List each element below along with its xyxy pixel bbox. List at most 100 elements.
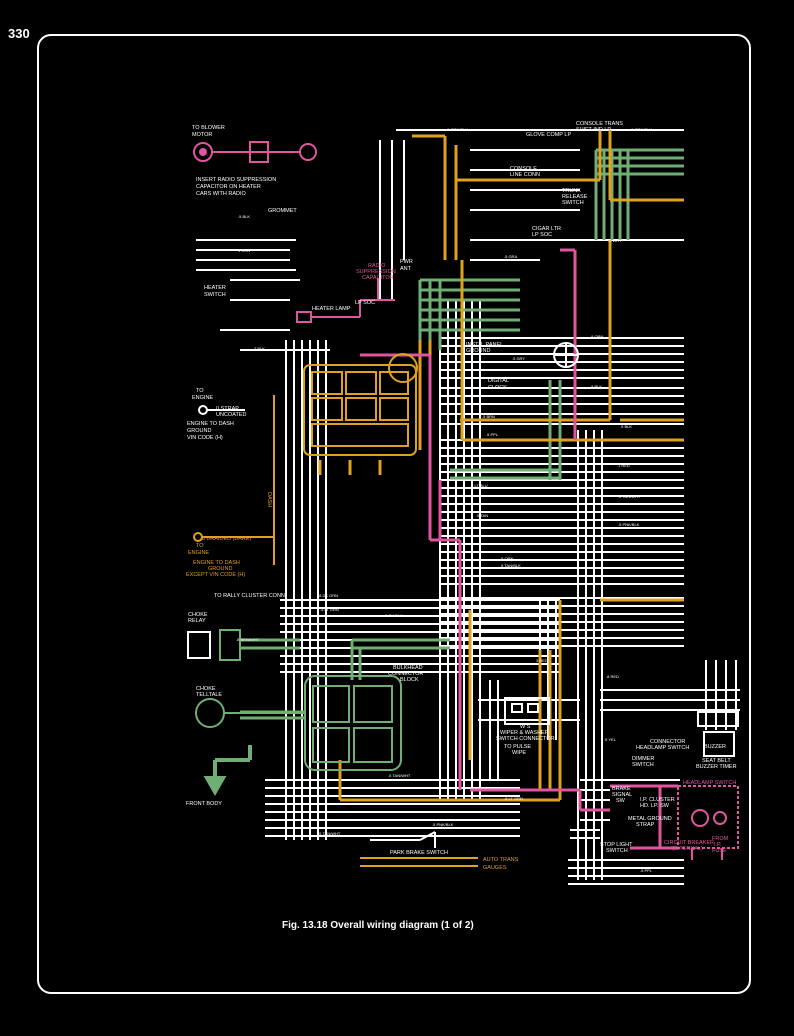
label-console-trans-2: SHIFT IND LP (576, 127, 611, 133)
label-to-blower: TO BLOWER (192, 125, 225, 131)
fuse-block (303, 353, 418, 456)
wire-code: .5 LT GRN (320, 607, 339, 612)
label-wiper-washer: WIPER & WASHER (500, 730, 549, 736)
label-bulkhead: BULKHEAD (393, 665, 423, 671)
wire-code: .5 PNK/BLK (432, 822, 454, 827)
wire-code: .5 PNK/BLK (618, 522, 640, 527)
wire-code: .5 LT GRN (504, 796, 523, 801)
pink-wires (360, 248, 678, 850)
label-dash: DASH (266, 492, 272, 507)
label-dimmer-switch: SWITCH (632, 762, 654, 768)
label-ant: ANT (400, 266, 412, 272)
page-frame (37, 34, 751, 994)
label-release: RELEASE (562, 194, 588, 200)
wire-code: .5 TAN/BLK (500, 563, 521, 568)
orange-wires (318, 130, 684, 802)
label-switch-connector: SWITCH CONNECTOR (496, 736, 555, 742)
wire-code: .8 ORN/BLK (630, 127, 652, 132)
label-choke-telltale: CHOKE (196, 686, 216, 692)
park-brake-switch-icon (370, 831, 436, 848)
wire-code: .5 WHT (608, 238, 622, 243)
label-wipe: WIPE (512, 750, 526, 756)
heater-lamp-icon (296, 278, 395, 323)
label-from: FROM (712, 836, 729, 842)
wire-code: .5 GRY (512, 356, 525, 361)
label-radio-note-3: CARS WITH RADIO (196, 191, 247, 197)
label-headlamp-switch-pink: HEADLAMP SWITCH (683, 780, 736, 786)
label-connector: CONNECTOR (388, 671, 423, 677)
wire-code: .8 ORN (590, 334, 603, 339)
label-glove-comp: GLOVE COMP LP (526, 132, 571, 138)
blower-motor-icon (193, 141, 317, 163)
headlamp-switch-box (677, 785, 739, 860)
wire-code: .5 PPL (640, 868, 653, 873)
label-brake: BRAKE (612, 786, 631, 792)
label-heater-lamp: HEATER LAMP (312, 306, 351, 312)
wire-code: .5 BRN (482, 414, 495, 419)
label-console: CONSOLE (510, 166, 537, 172)
label-relay: RELAY (188, 618, 206, 624)
label-ws: W S (520, 724, 531, 730)
label-buzzer-timer: BUZZER TIMER (696, 764, 737, 770)
label-block: BLOCK (400, 677, 419, 683)
label-vin-code: VIN CODE (H) (187, 435, 223, 441)
wire-code: .8 RED (606, 674, 619, 679)
label-to-rally: TO RALLY CLUSTER CONN (214, 593, 285, 599)
label-internal: (INTERNAL) (672, 846, 703, 852)
label-digital: DIGITAL (488, 378, 509, 384)
label-instr-ground: GROUND (466, 348, 490, 354)
label-cigar-ltr: CIGAR LTR (532, 226, 561, 232)
wire-code: .8 BLK (590, 384, 602, 389)
bulkhead-connector-block (304, 675, 402, 771)
label-to-engine: TO (196, 388, 204, 394)
label-telltale: TELLTALE (196, 692, 222, 698)
label-instr-panel: INSTR. PANEL (466, 342, 503, 348)
label-sw: SW (616, 798, 626, 804)
label-headlamp-switch: HEADLAMP SWITCH (636, 745, 689, 751)
page-number: 330 (8, 26, 30, 41)
wire-code: .5 BLK (238, 214, 250, 219)
engine-ground-orange-icon (193, 395, 275, 565)
label-stop-switch: SWITCH (606, 848, 628, 854)
label-front-body: FRONT BODY (186, 801, 222, 807)
label-ip-cluster: I.P. CLUSTER (640, 797, 675, 803)
label-circuit-breaker: CIRCUIT BREAKER (664, 840, 714, 846)
digital-clock-icon (553, 342, 579, 368)
label-ground-exc: GROUND (208, 566, 232, 572)
label-signal: SIGNAL (612, 792, 632, 798)
wire-code: .5 TAN (476, 513, 488, 518)
label-grommet: GROMMET (268, 208, 297, 214)
auto-trans-gauges-wires (360, 857, 478, 867)
label-trunk-switch: SWITCH (562, 200, 584, 206)
label-metal-ground: METAL GROUND (628, 816, 672, 822)
wire-code: .5 TAN/WHT (618, 494, 641, 499)
label-uncoated: UNCOATED (216, 412, 246, 418)
label-blower-motor: MOTOR (192, 132, 212, 138)
wire-code: .5 TAN/WHT (388, 773, 411, 778)
label-to-engine-orange: TO (196, 543, 204, 549)
label-clock: CLOCK (488, 385, 507, 391)
figure-caption: Fig. 13.18 Overall wiring diagram (1 of … (282, 920, 474, 931)
front-body-arrow-icon (203, 745, 252, 797)
label-connector-headlamp: CONNECTOR (650, 739, 685, 745)
wire-code: .5 PPL (486, 432, 499, 437)
label-radio-note-2: CAPACITOR ON HEATER (196, 184, 261, 190)
wire-code: 1 ORN (238, 248, 250, 253)
white-wires (196, 129, 740, 885)
label-ground: GROUND (187, 428, 211, 434)
wire-code: 2 BLK (254, 346, 265, 351)
label-trunk: TRUNK (562, 188, 581, 194)
wire-code: .5 DK BLU (384, 613, 403, 618)
label-stop-light: STOP LIGHT (600, 842, 633, 848)
buzzer-timer-icon (697, 711, 739, 757)
label-auto-trans: AUTO TRANS (483, 857, 519, 863)
label-heater-switch-2: SWITCH (204, 292, 226, 298)
label-console-trans: CONSOLE TRANS (576, 121, 623, 127)
label-heater-switch: HEATER (204, 285, 226, 291)
label-engine-dash: ENGINE TO DASH (187, 421, 234, 427)
wire-code: 1 RED (618, 463, 630, 468)
label-gauges: GAUGES (483, 865, 507, 871)
label-engine: ENGINE (192, 395, 213, 401)
label-pwr: PWR (400, 259, 413, 265)
